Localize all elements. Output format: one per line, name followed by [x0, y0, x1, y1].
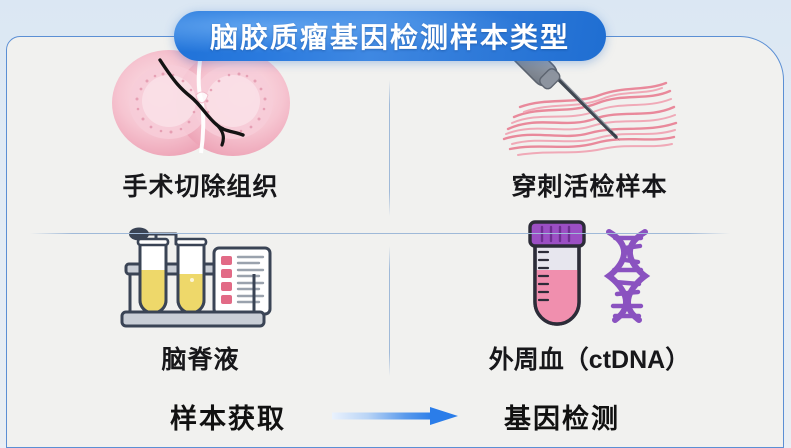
sample-label-needle-biopsy: 穿刺活检样本: [511, 173, 668, 202]
sample-type-grid: 手术切除组织: [6, 38, 784, 383]
brain-tissue-section-icon: [6, 45, 395, 163]
divider-vertical-top: [389, 80, 390, 216]
page-title: 脑胶质瘤基因检测样本类型: [209, 22, 570, 53]
flow-label-source: 样本获取: [170, 403, 286, 434]
blood-tube-dna-icon: [395, 218, 784, 336]
divider-horizontal: [30, 233, 730, 234]
sample-label-peripheral-blood: 外周血（ctDNA）: [488, 345, 691, 374]
test-tube-rack-icon: [6, 218, 395, 336]
flow-label-target: 基因检测: [504, 403, 620, 434]
page-title-banner: 脑胶质瘤基因检测样本类型: [174, 11, 606, 61]
sample-label-surgical-resection: 手术切除组织: [122, 173, 279, 202]
sample-label-cerebrospinal-fluid: 脑脊液: [161, 345, 240, 374]
right-arrow-icon: [332, 405, 458, 427]
divider-vertical-bottom: [389, 246, 390, 376]
sample-cell-cerebrospinal-fluid[interactable]: 脑脊液: [6, 211, 395, 384]
process-flow: 样本获取 基因检测: [6, 392, 784, 440]
sample-cell-surgical-resection[interactable]: 手术切除组织: [6, 38, 395, 211]
biopsy-needle-icon: [395, 45, 784, 163]
sample-cell-needle-biopsy[interactable]: 穿刺活检样本: [395, 38, 784, 211]
sample-cell-peripheral-blood[interactable]: 外周血（ctDNA）: [395, 211, 784, 384]
